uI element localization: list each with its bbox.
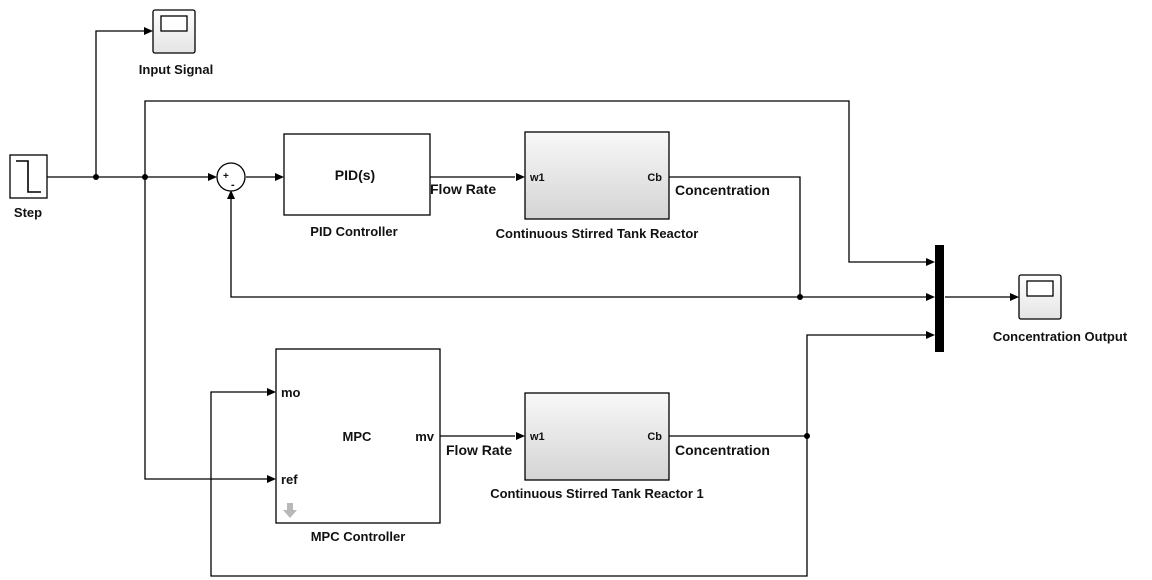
mux-block[interactable]	[935, 245, 944, 352]
sum-block[interactable]: + -	[216, 162, 246, 192]
mpc-concentration-label: Concentration	[675, 442, 770, 458]
concentration-output-scope[interactable]	[1018, 274, 1062, 320]
wire-cstr1-to-mpc-mo[interactable]	[210, 391, 808, 577]
mpc-port-mo: mo	[281, 385, 301, 400]
pid-concentration-label: Concentration	[675, 182, 770, 198]
mpc-port-ref: ref	[281, 472, 298, 487]
cstr-port-w1: w1	[529, 172, 545, 184]
scope-screen-icon	[1026, 280, 1054, 297]
wire-cstr1-to-mux[interactable]	[669, 334, 927, 437]
concentration-output-label: Concentration Output	[993, 329, 1128, 344]
step-block[interactable]	[9, 154, 48, 199]
pid-flow-rate-label: Flow Rate	[430, 181, 496, 197]
cstr1-port-cb: Cb	[647, 431, 662, 443]
mpc-controller-label: MPC Controller	[311, 529, 406, 544]
cstr1-block[interactable]: w1 Cb	[524, 392, 670, 481]
wire-feedback-to-sum[interactable]	[230, 198, 800, 298]
pid-controller-block[interactable]: PID(s)	[283, 133, 431, 216]
cstr1-port-w1: w1	[529, 431, 545, 443]
step-icon	[16, 160, 41, 193]
wire-step-to-mux[interactable]	[144, 100, 927, 263]
wire-step-to-input-scope[interactable]	[95, 30, 145, 177]
wire-step-to-mpc-ref[interactable]	[144, 177, 268, 480]
cstr-label: Continuous Stirred Tank Reactor	[496, 226, 699, 241]
pid-controller-label: PID Controller	[310, 224, 397, 239]
scope-screen-icon	[160, 15, 188, 32]
signal-lines	[47, 30, 1010, 577]
input-signal-scope[interactable]	[152, 9, 196, 54]
down-arrow-icon	[283, 503, 297, 518]
wire-cstr-to-mux[interactable]	[669, 176, 927, 298]
sum-plus-sign: +	[223, 171, 229, 182]
junction-dots	[93, 174, 810, 439]
sum-minus-sign: -	[231, 179, 235, 191]
cstr-port-cb: Cb	[647, 172, 662, 184]
mpc-text: MPC	[343, 429, 373, 444]
step-label: Step	[14, 205, 42, 220]
mpc-port-mv: mv	[415, 429, 435, 444]
input-signal-label: Input Signal	[139, 62, 213, 77]
pid-text: PID(s)	[335, 167, 375, 183]
cstr1-label: Continuous Stirred Tank Reactor 1	[490, 486, 704, 501]
arrowheads	[144, 27, 1019, 483]
mpc-controller-block[interactable]: mo ref mv MPC	[275, 348, 441, 524]
cstr-block[interactable]: w1 Cb	[524, 131, 670, 220]
mpc-flow-rate-label: Flow Rate	[446, 442, 512, 458]
